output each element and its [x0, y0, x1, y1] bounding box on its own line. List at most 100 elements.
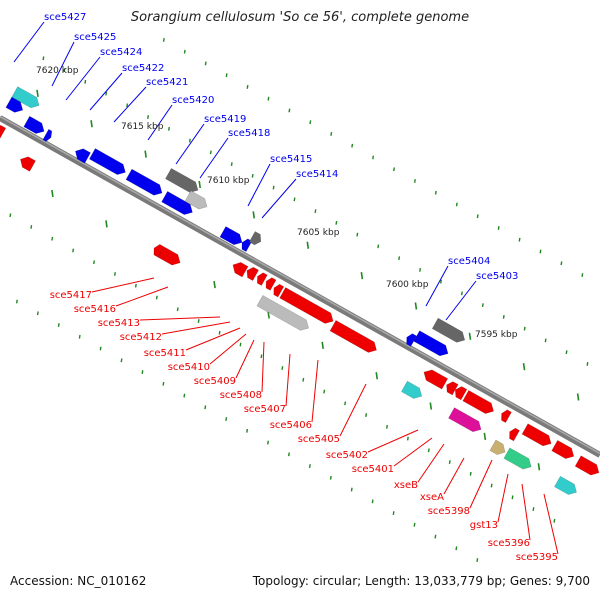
scale-tick	[532, 507, 535, 511]
reverse-gene	[20, 156, 36, 172]
scale-tick	[183, 393, 186, 398]
forward-gene-label: sce5421	[146, 77, 188, 88]
scale-tick	[371, 499, 374, 504]
scale-tick	[302, 377, 305, 382]
forward-gene	[5, 96, 24, 113]
scale-tick	[523, 326, 526, 331]
khaki-gene	[489, 439, 506, 455]
scale-tick	[356, 232, 359, 237]
scale-tick	[246, 428, 249, 433]
gene-light	[256, 295, 310, 331]
reverse-gene	[153, 244, 165, 258]
reverse-gene-label: xseB	[394, 480, 418, 491]
reverse-gene	[462, 389, 494, 414]
forward-gene	[88, 148, 126, 176]
magenta-gene	[448, 407, 482, 433]
reverse-gene-label: sce5413	[98, 318, 140, 329]
scale-tick	[511, 495, 514, 500]
forward-gene-label: sce5420	[172, 95, 214, 106]
forward-gene	[23, 115, 45, 134]
scale-tick-major	[321, 341, 324, 349]
forward-gene-label: sce5419	[204, 114, 246, 125]
forward-callout	[199, 137, 229, 179]
scale-tick-major	[90, 120, 93, 128]
reverse-callout	[443, 457, 465, 495]
scale-tick	[84, 79, 87, 84]
scale-tick	[99, 346, 102, 351]
scale-tick-major	[483, 432, 487, 441]
scale-tick-major	[51, 189, 54, 198]
forward-gene-label: sce5414	[296, 169, 338, 180]
scale-tick-major	[252, 211, 256, 219]
map-title: Sorangium cellulosum 'So ce 56', complet…	[130, 10, 470, 25]
scale-tick	[230, 162, 233, 167]
scale-tick	[440, 279, 442, 284]
scale-tick	[120, 358, 123, 363]
pseudo-gene	[248, 231, 262, 246]
scale-tick	[372, 155, 375, 160]
scale-tick	[293, 197, 296, 202]
scale-tick	[329, 475, 332, 480]
scale-tick	[392, 511, 395, 515]
scale-tick	[36, 311, 39, 316]
scale-tick	[218, 330, 221, 335]
forward-gene-label: sce5403	[476, 271, 518, 282]
reverse-callout	[139, 316, 221, 321]
reverse-gene	[446, 381, 459, 396]
scale-tick	[351, 143, 354, 148]
scale-tick	[308, 464, 311, 468]
reverse-gene	[246, 266, 260, 282]
reverse-callout	[209, 333, 247, 365]
scale-tick-major	[375, 372, 379, 380]
scale-tick	[126, 103, 129, 108]
reverse-gene-label: sce5402	[326, 450, 368, 461]
accession-text: Accession: NC_010162	[10, 574, 147, 588]
reverse-callout	[417, 443, 445, 483]
reverse-callout	[543, 493, 559, 555]
reverse-gene-label: sce5401	[352, 464, 394, 475]
scale-tick-major	[306, 241, 310, 249]
scale-tick	[398, 256, 401, 261]
forward-callout	[261, 178, 297, 219]
reverse-gene-label: sce5416	[74, 304, 116, 315]
reverse-gene	[329, 320, 377, 353]
kbp-mark: 7615 kbp	[121, 122, 164, 132]
scale-tick-major	[429, 402, 433, 410]
forward-gene	[406, 333, 418, 347]
kbp-mark: 7620 kbp	[36, 66, 79, 76]
reverse-callout	[285, 353, 291, 407]
reverse-callout	[115, 286, 169, 307]
reverse-gene-label: sce5411	[144, 348, 186, 359]
scale-tick	[197, 319, 200, 323]
reverse-gene-label: sce5406	[270, 420, 312, 431]
scale-tick	[272, 185, 275, 190]
scale-tick-major	[213, 281, 216, 289]
forward-callout	[147, 104, 173, 141]
kbp-mark: 7605 kbp	[297, 228, 340, 238]
reverse-gene	[279, 287, 334, 324]
reverse-gene-label: sce5395	[516, 552, 558, 563]
scale-tick	[448, 460, 451, 464]
scale-tick-major	[198, 180, 201, 189]
scale-tick	[427, 448, 430, 453]
reverse-gene	[256, 272, 268, 286]
reverse-gene-label: sce5405	[298, 434, 340, 445]
scale-tick	[581, 273, 584, 277]
kbp-mark: 7595 kbp	[475, 330, 518, 340]
forward-gene	[42, 128, 53, 142]
forward-callout	[13, 21, 45, 63]
reverse-callout	[497, 473, 509, 523]
scale-tick	[490, 483, 493, 488]
scale-tick	[267, 440, 270, 445]
scale-tick	[57, 323, 60, 327]
reverse-callout	[185, 327, 241, 351]
scale-tick	[251, 173, 254, 178]
scale-tick	[30, 225, 33, 229]
reverse-callout	[161, 321, 231, 335]
scale-tick	[225, 73, 228, 78]
forward-callout	[425, 265, 449, 307]
scale-tick-major	[360, 271, 364, 280]
reverse-callout	[339, 383, 367, 437]
forward-gene	[413, 330, 449, 357]
scale-tick	[434, 190, 437, 195]
